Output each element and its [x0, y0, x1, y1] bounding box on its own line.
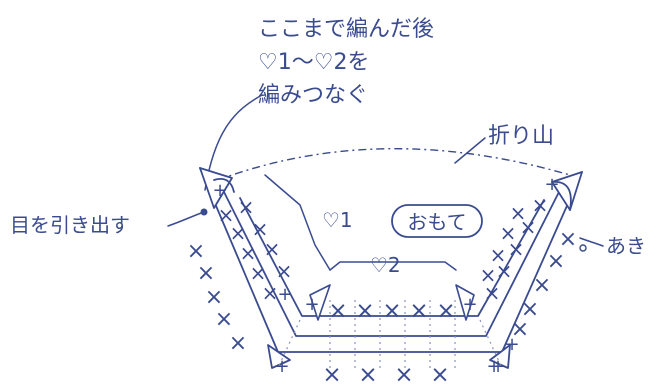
heart2-bracket [329, 261, 457, 271]
chain-start-mark [579, 244, 587, 252]
stitch-slip-mark: + [212, 180, 227, 201]
stitch-single-crochet: × [508, 237, 525, 261]
stitch-single-crochet: × [394, 362, 413, 388]
stitch-single-crochet: × [521, 297, 539, 322]
stitch-single-crochet: × [382, 298, 401, 324]
fold-leader-line [454, 137, 486, 164]
corner-triangle-right-bottom [489, 344, 511, 369]
stitch-slip-mark: + [274, 356, 289, 377]
stitch-slip-mark: + [544, 174, 559, 195]
stitch-slip-mark: + [504, 334, 519, 355]
stitch-single-crochet: × [229, 331, 247, 356]
stitch-single-crochet: × [238, 195, 255, 219]
stitch-single-crochet: × [358, 362, 377, 388]
inner-triangle-left [309, 284, 331, 321]
stitch-slip-mark: + [304, 294, 319, 315]
stitch-single-crochet: × [250, 261, 267, 285]
opening-curve [551, 181, 572, 211]
front-label-box [391, 204, 483, 238]
heart2-label: ♡2 [370, 253, 401, 277]
note-line-1: ここまで編んだ後 [258, 17, 434, 42]
stitch-single-crochet: × [197, 261, 215, 286]
stitch-single-crochet: × [187, 239, 205, 264]
corner-triangle-left-top [199, 167, 233, 209]
stitch-single-crochet: × [328, 298, 347, 324]
fold-label: 折り山 [488, 124, 554, 149]
note-line-2: ♡1〜♡2を [258, 50, 369, 75]
fold-line [217, 148, 571, 181]
stitch-slip-mark: + [490, 356, 505, 377]
stitch-single-crochet: × [436, 298, 455, 324]
outer-outline [199, 167, 583, 353]
stitch-single-crochet: × [559, 227, 577, 252]
stitch-single-crochet: × [230, 221, 247, 245]
stitch-single-crochet: × [533, 273, 551, 298]
stitch-single-crochet: × [240, 241, 257, 265]
stitch-single-crochet: × [480, 263, 497, 287]
corner-triangle-left-bottom [267, 344, 291, 369]
stitch-single-crochet: × [520, 215, 537, 239]
pull-out-leader-line [167, 211, 205, 227]
heart1-bracket [264, 174, 331, 271]
stitch-single-crochet: × [264, 237, 281, 261]
inner-triangle-right [455, 284, 475, 321]
opening-leader-line [579, 237, 604, 247]
stitch-single-crochet: × [262, 281, 279, 305]
stitch-single-crochet: × [490, 243, 507, 267]
heart1-label: ♡1 [322, 208, 353, 232]
stitch-single-crochet: × [510, 201, 527, 225]
stitch-single-crochet: × [218, 203, 235, 227]
stitch-slip-mark: + [462, 294, 477, 315]
stitch-single-crochet: × [496, 259, 513, 283]
stitch-single-crochet: × [547, 249, 565, 274]
inner-outline [221, 187, 561, 337]
stitch-single-crochet: × [532, 193, 549, 217]
stitch-single-crochet: × [215, 307, 233, 332]
stitch-single-crochet: × [500, 221, 517, 245]
note-line-3: 編みつなぐ [258, 83, 368, 108]
opening-label: あき [606, 234, 646, 258]
stitch-slip-mark: + [277, 284, 292, 305]
stitch-single-crochet: × [430, 362, 449, 388]
stitch-single-crochet: × [511, 317, 529, 342]
stitch-single-crochet: × [484, 281, 501, 305]
guide-lines [277, 300, 503, 372]
stitch-symbols: ××××××××××××××++×××××++××××++×××××××××+×… [187, 174, 587, 388]
stitch-single-crochet: × [355, 298, 374, 324]
stitch-single-crochet: × [276, 259, 293, 283]
stitch-single-crochet: × [252, 217, 269, 241]
left-curve [213, 177, 235, 193]
front-label: おもて [407, 210, 466, 234]
stitch-single-crochet: × [322, 362, 341, 388]
stitch-slip-mark: + [486, 356, 501, 377]
pull-out-point [200, 208, 208, 216]
stitch-single-crochet: × [409, 298, 428, 324]
inner-outline-2 [239, 197, 545, 317]
stitch-single-crochet: × [205, 285, 223, 310]
pull-out-label: 目を引き出す [10, 213, 130, 237]
